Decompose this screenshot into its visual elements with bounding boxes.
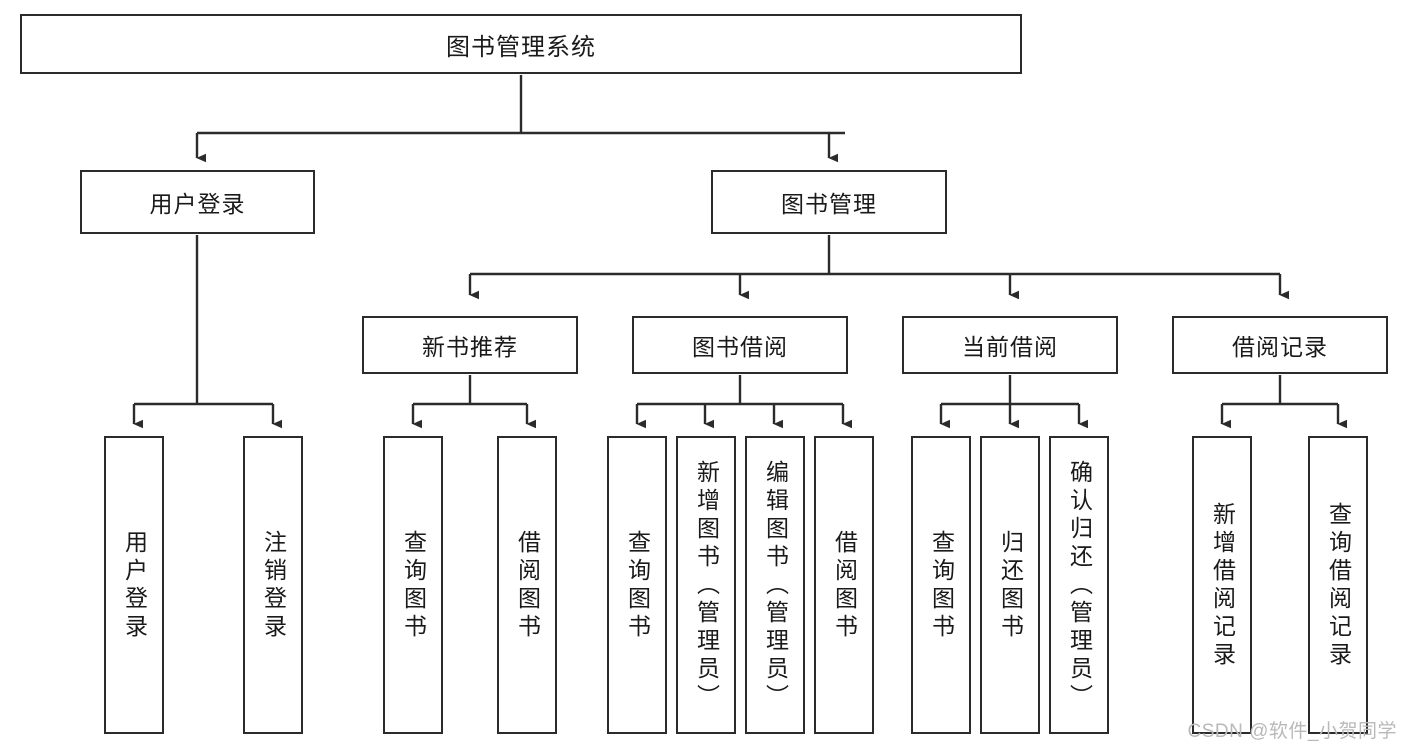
node-leaf-query-book-1[interactable]: 查询图书 [383, 436, 443, 734]
node-leaf-user-login[interactable]: 用户登录 [104, 436, 164, 734]
node-leaf-query-book-3[interactable]: 查询图书 [911, 436, 971, 734]
node-label: 确认归还（管理员） [1066, 460, 1093, 712]
node-leaf-confirm-return[interactable]: 确认归还（管理员） [1049, 436, 1109, 734]
node-leaf-query-record[interactable]: 查询借阅记录 [1308, 436, 1368, 734]
node-label: 归还图书 [997, 530, 1024, 642]
node-borrow-record[interactable]: 借阅记录 [1172, 316, 1388, 374]
watermark-text: CSDN @软件_小贺同学 [1187, 721, 1397, 742]
node-book-management[interactable]: 图书管理 [711, 170, 947, 234]
node-current-borrow[interactable]: 当前借阅 [902, 316, 1118, 374]
node-label: 编辑图书（管理员） [762, 460, 789, 712]
node-label: 查询借阅记录 [1325, 502, 1352, 670]
node-label: 注销登录 [260, 530, 287, 642]
node-root-book-management-system[interactable]: 图书管理系统 [20, 14, 1022, 74]
node-label: 新增借阅记录 [1209, 502, 1236, 670]
node-label: 新书推荐 [422, 334, 518, 360]
node-label: 图书管理 [781, 191, 877, 217]
node-leaf-logout-login[interactable]: 注销登录 [243, 436, 303, 734]
node-user-login[interactable]: 用户登录 [80, 170, 315, 234]
node-leaf-add-record[interactable]: 新增借阅记录 [1192, 436, 1252, 734]
node-label: 用户登录 [149, 191, 246, 217]
node-leaf-return-book[interactable]: 归还图书 [980, 436, 1040, 734]
node-label: 查询图书 [400, 530, 427, 642]
node-label: 借阅图书 [514, 530, 541, 642]
node-label: 用户登录 [121, 530, 148, 642]
node-label: 借阅记录 [1232, 334, 1328, 360]
node-label: 借阅图书 [831, 530, 858, 642]
node-label: 图书管理系统 [446, 33, 596, 61]
node-leaf-add-book[interactable]: 新增图书（管理员） [676, 436, 736, 734]
node-label: 新增图书（管理员） [693, 460, 720, 712]
node-label: 查询图书 [624, 530, 651, 642]
node-label: 查询图书 [928, 530, 955, 642]
node-label: 当前借阅 [962, 334, 1058, 360]
node-new-book-recommend[interactable]: 新书推荐 [362, 316, 578, 374]
node-leaf-borrow-book-2[interactable]: 借阅图书 [814, 436, 874, 734]
node-label: 图书借阅 [692, 334, 788, 360]
node-leaf-query-book-2[interactable]: 查询图书 [607, 436, 667, 734]
node-leaf-edit-book[interactable]: 编辑图书（管理员） [745, 436, 805, 734]
node-leaf-borrow-book-1[interactable]: 借阅图书 [497, 436, 557, 734]
node-book-borrow[interactable]: 图书借阅 [632, 316, 848, 374]
